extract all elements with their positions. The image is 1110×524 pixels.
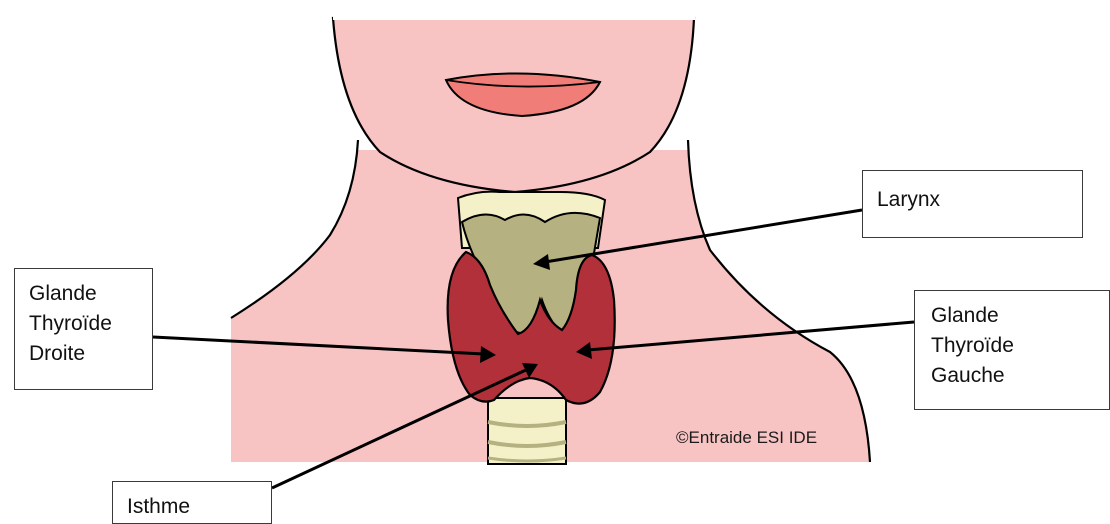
label-isthmus: Isthme bbox=[112, 481, 272, 524]
copyright-text: ©Entraide ESI IDE bbox=[676, 428, 817, 448]
label-right-thyroid-lobe: Glande Thyroïde Droite bbox=[14, 268, 153, 390]
trachea bbox=[488, 398, 566, 464]
label-left-thyroid-lobe: Glande Thyroïde Gauche bbox=[914, 290, 1110, 410]
label-larynx: Larynx bbox=[862, 170, 1083, 238]
